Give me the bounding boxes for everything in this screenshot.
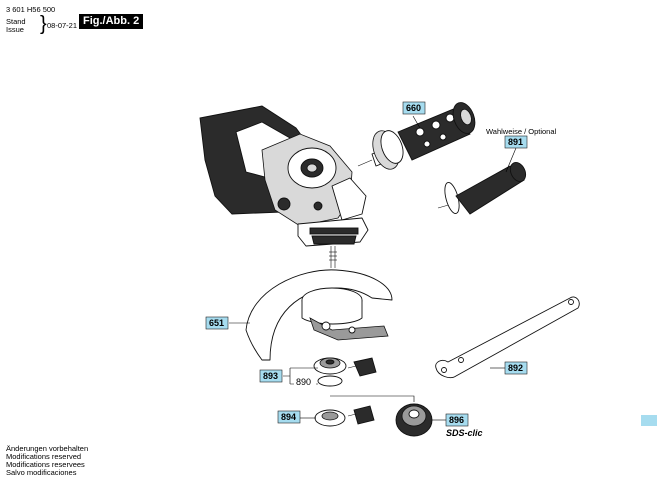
callout-894: 894 [277,410,301,424]
callout-896: 896 [445,413,469,427]
issue-date: 08-07-21 [47,21,78,30]
sds-clic-label: SDS-clic [446,428,483,438]
callout-890-text: 890 [296,377,311,387]
callout-892: 892 [504,361,528,375]
callout-890: 890 [294,376,316,388]
callout-894-text: 894 [281,412,296,422]
callout-893: 893 [259,369,283,383]
stand-label: Stand [6,17,26,26]
callout-896-text: 896 [449,415,464,425]
footer-line-1: Änderungen vorbehalten [6,444,89,453]
callout-651-text: 651 [209,318,224,328]
spanner-key-893 [347,357,377,377]
optional-note: Wahlweise / Optional [486,127,557,136]
auxiliary-handle-660 [357,102,476,170]
footer-line-4: Salvo modificaciones [6,468,77,477]
footer-line-3: Modifications reservees [6,460,85,469]
optional-handle-891 [437,162,527,215]
callout-891-text: 891 [508,137,523,147]
angle-grinder-body [199,105,369,268]
brace-icon: } [40,13,47,35]
callout-891: 891 [504,135,528,149]
side-color-tab [641,415,657,426]
two-pin-spanner-892 [435,296,580,379]
document-number: 3 601 H56 500 [6,5,56,14]
callout-660: 660 [402,101,426,115]
sds-clic-nut-896 [395,403,433,437]
wheel-guard-651 [245,269,393,361]
figure-label: Fig./Abb. 2 [79,14,144,29]
callout-893-text: 893 [263,371,278,381]
callout-651: 651 [205,316,229,330]
callout-892-text: 892 [508,363,523,373]
issue-label: Issue [6,25,24,34]
footer-line-2: Modifications reserved [6,452,82,461]
spindle [329,246,337,268]
flange-890 [313,357,347,387]
clamping-nut-894 [314,405,375,427]
callout-660-text: 660 [406,103,421,113]
